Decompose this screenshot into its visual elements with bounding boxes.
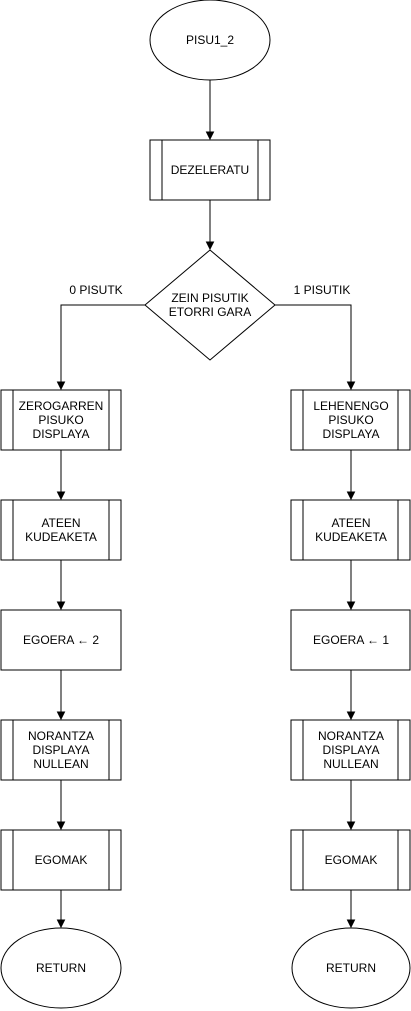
arrowhead xyxy=(346,491,356,501)
right-display-line: LEHENENGO xyxy=(313,399,388,413)
arrowhead xyxy=(56,821,66,831)
branch-left-label: 0 PISUTK xyxy=(69,283,122,297)
arrowhead xyxy=(346,381,356,391)
right-ateen-node: ATEEN KUDEAKETA xyxy=(290,499,411,561)
arrowhead xyxy=(346,601,356,611)
right-egomak-label: EGOMAK xyxy=(325,853,378,867)
left-ateen-line: ATEEN xyxy=(41,516,80,530)
left-norantza-line: NULLEAN xyxy=(33,757,88,771)
left-display-node: ZEROGARREN PISUKO DISPLAYA xyxy=(0,389,122,451)
arrowhead xyxy=(205,131,215,141)
left-display-box xyxy=(0,389,122,451)
right-ateen-box xyxy=(290,499,411,561)
right-return-label: RETURN xyxy=(326,961,376,975)
start-node: PISU1_2 xyxy=(149,0,271,81)
left-branch: ZEROGARREN PISUKO DISPLAYA ATEEN KUDEAKE… xyxy=(0,389,122,1009)
arrowhead xyxy=(346,821,356,831)
start-label: PISU1_2 xyxy=(186,33,234,47)
dezeleratu-node: DEZELERATU xyxy=(149,139,271,201)
right-norantza-node: NORANTZA DISPLAYA NULLEAN xyxy=(290,719,411,781)
left-return-ellipse xyxy=(0,927,122,1009)
left-ateen-node: ATEEN KUDEAKETA xyxy=(0,499,122,561)
edge-decision-to-left xyxy=(60,304,145,383)
right-norantza-box xyxy=(290,719,411,781)
arrowhead xyxy=(56,491,66,501)
left-ateen-box xyxy=(0,499,122,561)
right-return-node: RETURN xyxy=(291,927,411,1009)
decision-node: ZEIN PISUTIK ETORRI GARA xyxy=(144,249,276,361)
right-display-line: DISPLAYA xyxy=(323,427,380,441)
right-norantza-line: NORANTZA xyxy=(318,729,384,743)
left-display-line: ZEROGARREN xyxy=(19,399,104,413)
left-egoera-label: EGOERA ← 2 xyxy=(23,633,99,647)
arrowhead xyxy=(56,381,66,391)
right-display-node: LEHENENGO PISUKO DISPLAYA xyxy=(290,389,411,451)
dezeleratu-label: DEZELERATU xyxy=(171,163,249,177)
right-branch: LEHENENGO PISUKO DISPLAYA ATEEN KUDEAKET… xyxy=(290,389,411,1009)
arrowhead xyxy=(56,711,66,721)
left-return-label: RETURN xyxy=(36,961,86,975)
arrowhead xyxy=(346,711,356,721)
decision-line: ETORRI GARA xyxy=(169,305,251,319)
decision-diamond xyxy=(144,249,276,361)
arrowhead xyxy=(205,241,215,251)
left-display-line: DISPLAYA xyxy=(33,427,90,441)
right-ateen-line: KUDEAKETA xyxy=(315,530,387,544)
left-norantza-line: NORANTZA xyxy=(28,729,94,743)
left-return-node: RETURN xyxy=(0,927,122,1009)
right-egoera-label: EGOERA ← 1 xyxy=(313,633,389,647)
dezeleratu-box xyxy=(149,139,271,201)
left-egomak-box xyxy=(0,829,122,891)
left-norantza-line: DISPLAYA xyxy=(33,743,90,757)
arrowhead xyxy=(346,919,356,929)
decision-line: ZEIN PISUTIK xyxy=(171,291,248,305)
right-display-line: PISUKO xyxy=(328,413,373,427)
right-display-box xyxy=(290,389,411,451)
left-egoera-node: EGOERA ← 2 xyxy=(0,609,122,671)
left-display-line: PISUKO xyxy=(38,413,83,427)
left-egomak-label: EGOMAK xyxy=(35,853,88,867)
right-norantza-line: DISPLAYA xyxy=(323,743,380,757)
left-egoera-box xyxy=(0,609,122,671)
start-ellipse xyxy=(149,0,271,81)
edges xyxy=(56,80,356,929)
right-norantza-line: NULLEAN xyxy=(323,757,378,771)
right-egoera-node: EGOERA ← 1 xyxy=(290,609,411,671)
right-egomak-box xyxy=(290,829,411,891)
right-egomak-node: EGOMAK xyxy=(290,829,411,891)
arrowhead xyxy=(56,919,66,929)
branch-right-label: 1 PISUTIK xyxy=(294,283,351,297)
right-ateen-line: ATEEN xyxy=(331,516,370,530)
arrowhead xyxy=(56,601,66,611)
left-norantza-box xyxy=(0,719,122,781)
left-norantza-node: NORANTZA DISPLAYA NULLEAN xyxy=(0,719,122,781)
right-return-ellipse xyxy=(291,927,411,1009)
left-ateen-line: KUDEAKETA xyxy=(25,530,97,544)
left-egomak-node: EGOMAK xyxy=(0,829,122,891)
edge-decision-to-right xyxy=(275,304,352,383)
right-egoera-box xyxy=(290,609,411,671)
